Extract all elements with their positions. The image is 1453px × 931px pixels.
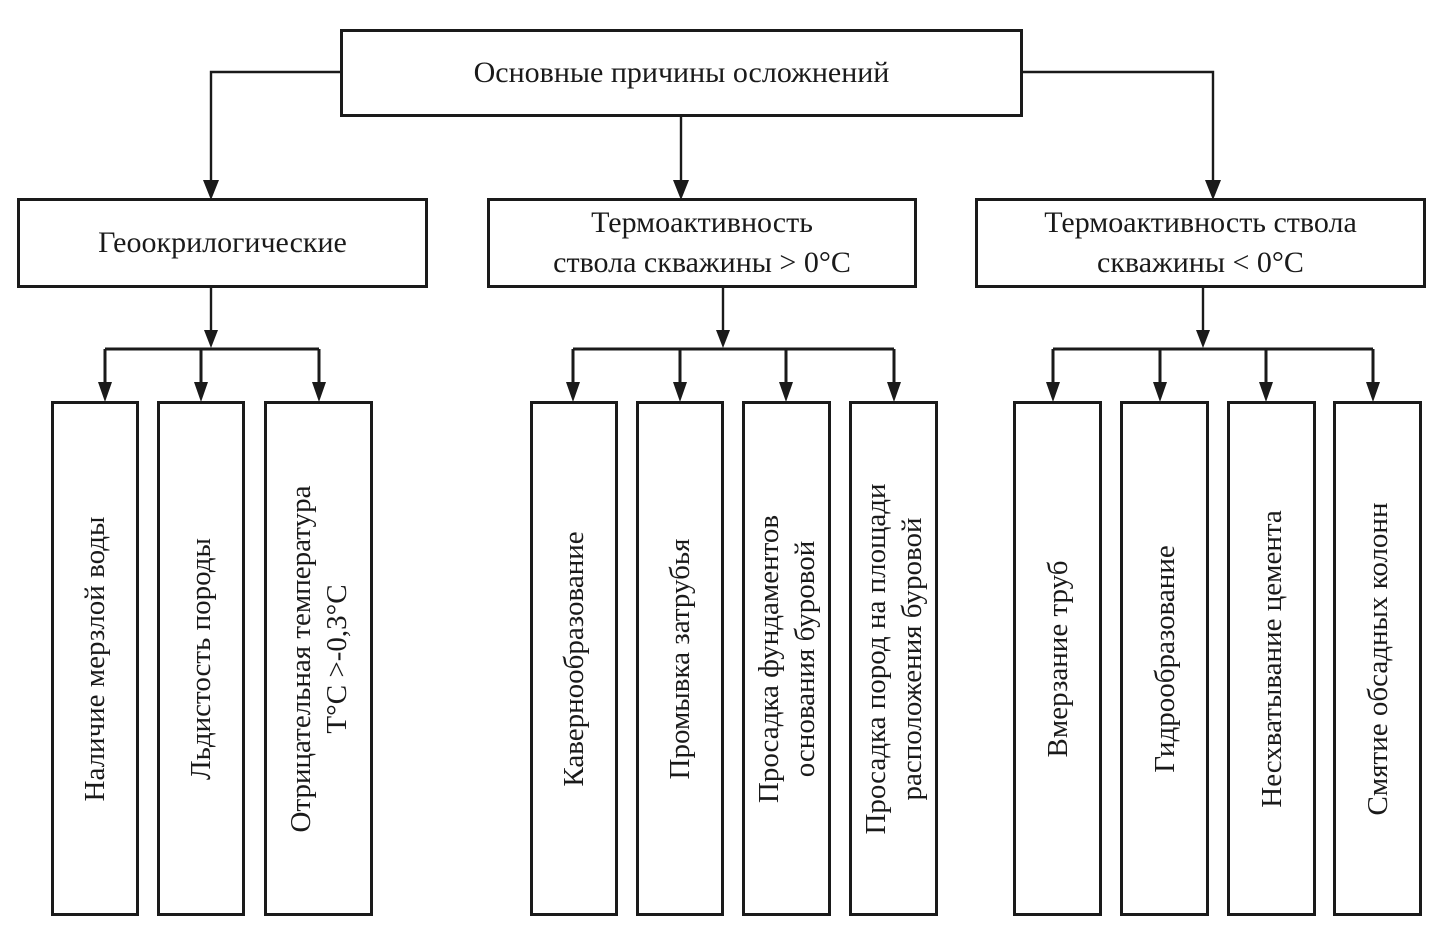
leaf-label: Смятие обсадных колонн — [1361, 502, 1394, 815]
leaf-label: Промывка затрубья — [664, 538, 696, 779]
leaf-label: Вмерзание труб — [1041, 560, 1074, 757]
root-label: Основные причины осложнений — [473, 56, 890, 89]
connector-cat2-bus — [571, 347, 896, 386]
leaf-label: Просадка пород на площади расположения б… — [859, 482, 928, 835]
leaf-label: Льдистость породы — [185, 537, 217, 780]
arrowhead — [716, 330, 730, 348]
connector-cat3-bus — [1051, 347, 1375, 386]
arrowhead — [98, 382, 112, 402]
arrowhead — [204, 330, 218, 348]
leaf-ice-content: Льдистость породы — [157, 401, 245, 916]
arrowhead — [673, 180, 689, 200]
connector-cat1-bus — [103, 347, 321, 386]
arrowhead — [203, 180, 219, 200]
leaf-label: Гидрообразование — [1148, 544, 1181, 773]
leaf-label: Просадка фундаментов основания буровой — [752, 514, 821, 803]
leaf-foundation-subsidence: Просадка фундаментов основания буровой — [742, 401, 831, 916]
leaf-label: Несхватывание цемента — [1255, 509, 1288, 808]
leaf-rock-subsidence: Просадка пород на площади расположения б… — [849, 401, 938, 916]
leaf-label: Кавернообразование — [558, 530, 590, 787]
leaf-casing-collapse: Смятие обсадных колонн — [1333, 401, 1422, 916]
leaf-hydrate-formation: Гидрообразование — [1120, 401, 1209, 916]
leaf-annulus-washout: Промывка затрубья — [636, 401, 724, 916]
category-thermo-negative: Термоактивность ствола скважины < 0°C — [975, 198, 1426, 288]
leaf-frozen-water: Наличие мерзлой воды — [51, 401, 139, 916]
category-thermo-positive: Термоактивность ствола скважины > 0°C — [487, 198, 917, 288]
root-node: Основные причины осложнений — [340, 29, 1023, 117]
connector-root-left — [209, 70, 341, 180]
arrowhead — [673, 382, 687, 402]
leaf-pipe-freezing: Вмерзание труб — [1013, 401, 1102, 916]
arrowhead — [1205, 180, 1221, 200]
category-label: Термоактивность ствола скважины < 0°C — [1044, 206, 1357, 279]
category-geocryological: Геоокрилогические — [17, 198, 428, 288]
leaf-cavern-formation: Кавернообразование — [530, 401, 618, 916]
arrowhead — [566, 382, 580, 402]
arrowhead — [1196, 330, 1210, 348]
arrowhead — [312, 382, 326, 402]
arrowhead — [887, 382, 901, 402]
category-label: Термоактивность ствола скважины > 0°C — [553, 206, 851, 279]
category-label: Геоокрилогические — [98, 226, 347, 259]
arrowhead — [779, 382, 793, 402]
arrowhead — [194, 382, 208, 402]
leaf-label: Отрицательная температура T°C >-0,3°C — [284, 485, 353, 832]
connector-root-right — [1021, 70, 1215, 180]
arrowhead — [1153, 382, 1167, 402]
leaf-cement-non-setting: Несхватывание цемента — [1227, 401, 1316, 916]
arrowhead — [1046, 382, 1060, 402]
arrowhead — [1366, 382, 1380, 402]
arrowhead — [1259, 382, 1273, 402]
leaf-label: Наличие мерзлой воды — [79, 516, 111, 801]
leaf-negative-temperature: Отрицательная температура T°C >-0,3°C — [264, 401, 373, 916]
